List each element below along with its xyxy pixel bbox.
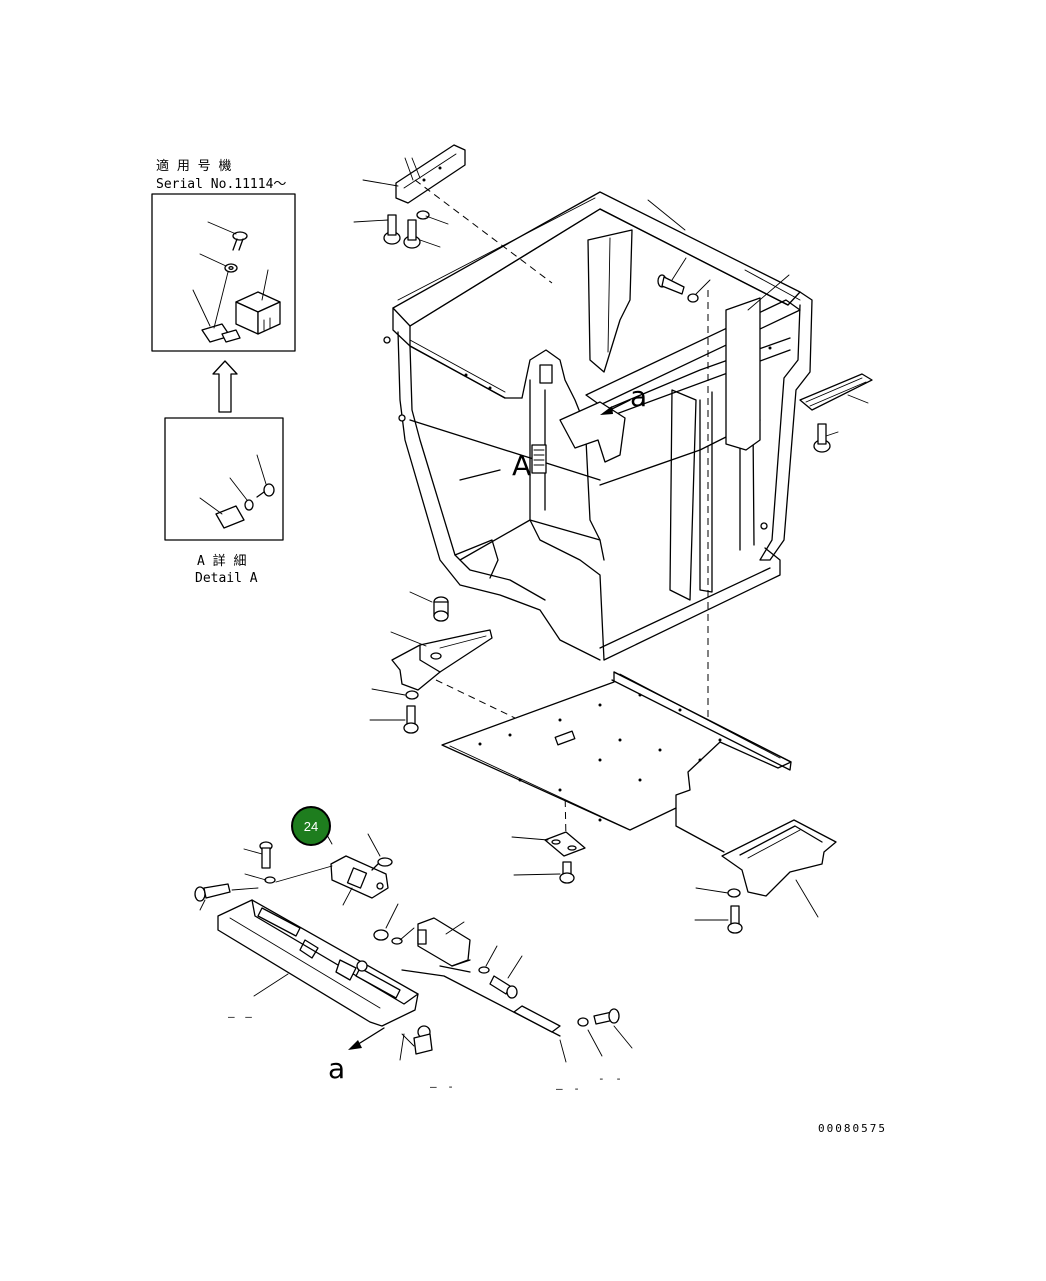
- roof-bracket: [395, 144, 466, 204]
- part-mark: – -: [556, 1082, 582, 1095]
- view-label-a-upper: a: [630, 380, 647, 413]
- bolt-icon: [489, 975, 518, 999]
- part-mark: - -: [598, 1072, 624, 1085]
- centerline: [414, 179, 553, 284]
- rear-panel: [587, 229, 633, 373]
- inset-serial-text: Serial No.11114～: [156, 177, 286, 192]
- cab-latch: [539, 364, 553, 384]
- part-mark: – -: [430, 1080, 456, 1093]
- drawing-number: 00080575: [818, 1122, 887, 1135]
- nut-icon: [373, 929, 389, 941]
- bolt-icon: [813, 423, 831, 453]
- left-floor-bracket: [391, 629, 493, 691]
- cover-plate: [330, 855, 389, 899]
- inset-relay-icon: [235, 291, 281, 335]
- center-clip: [544, 831, 586, 857]
- serial-inset-frame: [151, 193, 296, 352]
- bolt-icon: [403, 705, 419, 734]
- detail-a-screw-icon: [256, 483, 275, 498]
- detail-a-washer-icon: [244, 499, 254, 511]
- cab-hinge: [531, 444, 547, 474]
- inset-screw-icon: [232, 231, 248, 251]
- callout-number: 24: [304, 819, 318, 834]
- serial-inset: 適 用 号 機 Serial No.11114～: [151, 158, 296, 352]
- part-mark: – –: [228, 1010, 254, 1023]
- washer-icon: [478, 966, 490, 974]
- view-label-a-lower: a: [328, 1052, 345, 1085]
- inset-washer-icon: [224, 263, 238, 273]
- arrow-up-icon: [212, 360, 238, 413]
- cap-plug-icon: [433, 596, 449, 622]
- cab-mount-bracket: [559, 401, 626, 463]
- view-arrow-icon: [348, 1027, 385, 1050]
- clip-icon: [371, 857, 393, 871]
- washer-icon: [391, 937, 403, 945]
- bolt-icon: [593, 1008, 620, 1025]
- lower-tray: [217, 899, 419, 1027]
- bolt-icon: [259, 841, 273, 869]
- washer-icon: [405, 690, 419, 700]
- bolt-icon: [403, 219, 421, 249]
- washer-icon: [577, 1017, 589, 1027]
- detail-a-frame: [164, 417, 284, 541]
- floor-plate: [441, 671, 792, 831]
- right-floor-bracket: [721, 819, 837, 897]
- washer-icon: [264, 876, 276, 884]
- detail-a-en-text: Detail A: [195, 571, 258, 586]
- bolt-icon: [194, 883, 231, 902]
- side-bracket: [799, 373, 873, 411]
- detail-a-clip-icon: [215, 505, 245, 529]
- bolt-icon: [727, 905, 743, 934]
- detail-a-jp-text: A 詳 細: [197, 553, 246, 569]
- flange-bolt-icon: [413, 1025, 433, 1055]
- callout-badge[interactable]: [291, 806, 331, 846]
- washer-icon: [727, 888, 741, 898]
- detail-a-inset: A 詳 細 Detail A: [164, 417, 284, 586]
- small-plate: [513, 1005, 561, 1033]
- bolt-icon: [657, 274, 685, 295]
- right-column-panel: [725, 297, 761, 451]
- view-label-A: A: [512, 449, 531, 482]
- inset-applicability-text: 適 用 号 機: [156, 158, 231, 174]
- washer-icon: [687, 293, 699, 303]
- callout-24[interactable]: 24: [291, 806, 331, 846]
- nut-icon: [416, 210, 430, 220]
- bolt-icon: [383, 214, 401, 245]
- bolt-icon: [559, 861, 575, 884]
- view-arrow-icon: [600, 399, 631, 415]
- handle-bracket: [417, 917, 471, 967]
